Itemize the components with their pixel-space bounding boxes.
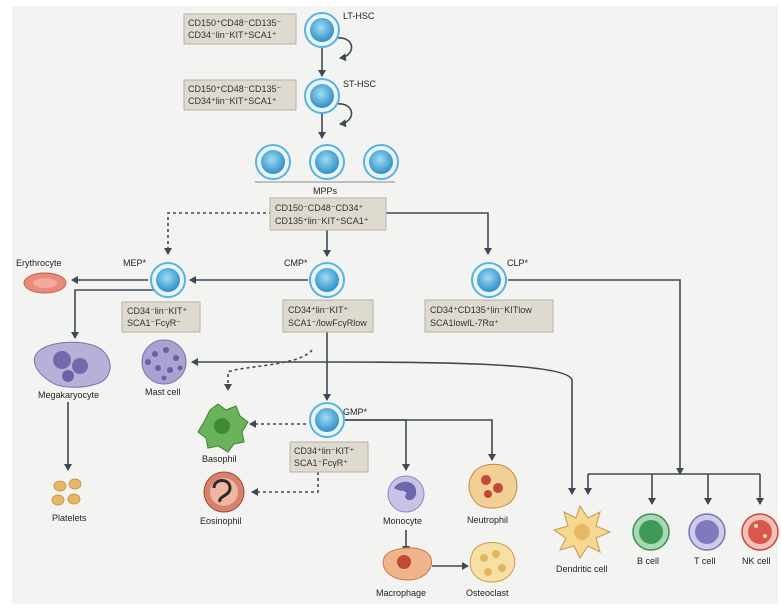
dendritic-cell-label: Dendritic cell xyxy=(556,564,608,574)
nk-cell-label: NK cell xyxy=(742,556,771,566)
clp-label: CLP* xyxy=(507,258,529,268)
marker-gmp-line1: CD34⁺lin⁻KIT⁺ xyxy=(294,446,355,456)
cmp-label: CMP* xyxy=(284,258,308,268)
lt-hsc-cell xyxy=(304,12,340,48)
marker-mpp-line1: CD150⁻CD48⁻CD34⁺ xyxy=(275,203,364,213)
marker-box-st-hsc: CD150⁺CD48⁻CD135⁻ CD34⁺lin⁻KIT⁺SCA1⁺ xyxy=(183,79,297,111)
marker-st-hsc-line2: CD34⁺lin⁻KIT⁺SCA1⁺ xyxy=(188,96,277,106)
marker-mpp-line2: CD135⁺lin⁻KIT⁺SCA1⁺ xyxy=(275,216,369,226)
t-cell-label: T cell xyxy=(694,556,715,566)
mpp-cell-1 xyxy=(255,144,291,180)
neutrophil-cell xyxy=(468,463,518,509)
platelets-cell xyxy=(51,478,82,506)
b-cell xyxy=(632,513,670,551)
monocyte-cell xyxy=(387,475,425,513)
cmp-cell xyxy=(309,262,345,298)
basophil-cell xyxy=(197,403,249,453)
st-hsc-cell xyxy=(304,78,340,114)
neutrophil-label: Neutrophil xyxy=(467,515,508,525)
marker-box-cmp: CD34⁺lin⁻KIT⁺ SCA1⁻/lowFcγRlow xyxy=(282,299,374,333)
erythrocyte-cell xyxy=(23,272,67,294)
gmp-cell xyxy=(309,402,345,438)
marker-box-clp: CD34⁺CD135⁺lin⁻KITlow SCA1lowIL-7Rα⁺ xyxy=(424,299,554,333)
dendritic-cell xyxy=(552,504,612,559)
marker-gmp-line2: SCA1⁻FcγR⁺ xyxy=(294,458,348,468)
marker-cmp-line2: SCA1⁻/lowFcγRlow xyxy=(288,318,367,328)
mep-cell xyxy=(150,262,186,298)
macrophage-label: Macrophage xyxy=(376,588,426,598)
monocyte-label: Monocyte xyxy=(383,516,422,526)
eosinophil-label: Eosinophil xyxy=(200,516,242,526)
marker-box-gmp: CD34⁺lin⁻KIT⁺ SCA1⁻FcγR⁺ xyxy=(289,441,369,473)
marker-box-mpp: CD150⁻CD48⁻CD34⁺ CD135⁺lin⁻KIT⁺SCA1⁺ xyxy=(269,197,387,231)
macrophage-cell xyxy=(382,547,432,581)
gmp-label: GMP* xyxy=(343,407,368,417)
marker-lt-hsc-line2: CD34⁻lin⁻KIT⁺SCA1⁺ xyxy=(188,30,277,40)
basophil-label: Basophil xyxy=(202,454,237,464)
marker-cmp-line1: CD34⁺lin⁻KIT⁺ xyxy=(288,305,349,315)
marker-mep-line1: CD34⁻lin⁻KIT⁺ xyxy=(127,306,188,316)
megakaryocyte-label: Megakaryocyte xyxy=(38,390,99,400)
mpp-cell-2 xyxy=(309,144,345,180)
t-cell xyxy=(688,513,726,551)
mpps-label: MPPs xyxy=(313,186,338,196)
erythrocyte-label: Erythrocyte xyxy=(16,258,62,268)
marker-clp-line1: CD34⁺CD135⁺lin⁻KITlow xyxy=(430,305,532,315)
b-cell-label: B cell xyxy=(637,556,659,566)
mast-cell-label: Mast cell xyxy=(145,387,181,397)
st-hsc-label: ST-HSC xyxy=(343,79,377,89)
marker-clp-line2: SCA1lowIL-7Rα⁺ xyxy=(430,318,499,328)
mast-cell xyxy=(141,339,187,385)
marker-box-mep: CD34⁻lin⁻KIT⁺ SCA1⁻FcγR⁻ xyxy=(121,301,201,333)
nk-cell xyxy=(741,513,779,551)
platelets-label: Platelets xyxy=(52,513,87,523)
eosinophil-cell xyxy=(203,471,245,513)
lt-hsc-label: LT-HSC xyxy=(343,11,375,21)
mep-label: MEP* xyxy=(123,258,147,268)
marker-st-hsc-line1: CD150⁺CD48⁻CD135⁻ xyxy=(188,84,282,94)
connectors xyxy=(64,37,764,570)
marker-mep-line2: SCA1⁻FcγR⁻ xyxy=(127,318,181,328)
clp-cell xyxy=(471,262,507,298)
osteoclast-label: Osteoclast xyxy=(466,588,509,598)
megakaryocyte-cell xyxy=(33,341,111,388)
marker-box-lt-hsc: CD150⁺CD48⁻CD135⁻ CD34⁻lin⁻KIT⁺SCA1⁺ xyxy=(183,13,297,45)
mpp-cell-3 xyxy=(363,144,399,180)
osteoclast-cell xyxy=(469,542,516,583)
marker-lt-hsc-line1: CD150⁺CD48⁻CD135⁻ xyxy=(188,18,282,28)
